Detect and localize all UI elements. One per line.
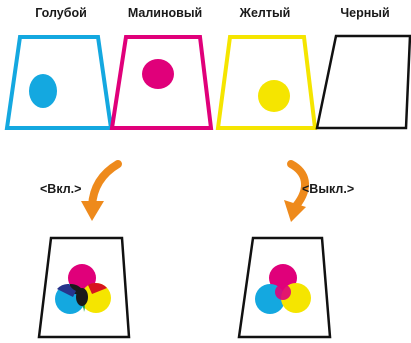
- yellow-dot: [258, 80, 290, 112]
- result-sheet-on: [37, 236, 131, 339]
- result-sheet-off: [237, 236, 332, 339]
- result-on-center-black: [76, 288, 88, 306]
- label-black: Черный: [340, 6, 390, 20]
- result-on-yellow: [81, 283, 111, 313]
- state-off-label: <Выкл.>: [302, 182, 355, 196]
- state-on-label: <Вкл.>: [40, 182, 82, 196]
- label-cyan: Голубой: [35, 6, 87, 20]
- arrow-left: [81, 160, 122, 221]
- label-yellow: Желтый: [239, 6, 291, 20]
- magenta-dot: [142, 59, 174, 89]
- sheet-magenta: [109, 35, 214, 130]
- result-on-overlap-red: [88, 282, 107, 294]
- sheet-yellow: [215, 35, 318, 130]
- result-off-overlap-mix: [275, 284, 291, 300]
- arrow-right-head: [284, 200, 306, 222]
- sheet-cyan-frame: [4, 35, 114, 130]
- arrow-left-shaft: [88, 160, 122, 210]
- sheet-black-frame: [315, 34, 411, 130]
- label-magenta: Малиновый: [127, 6, 203, 20]
- cyan-dot: [29, 74, 57, 108]
- result-on-overlap-blue: [57, 283, 76, 297]
- arrow-right-shaft: [287, 160, 309, 210]
- sheet-black: [315, 34, 411, 130]
- sheet-cyan: [4, 35, 114, 130]
- arrow-left-head: [81, 201, 104, 221]
- arrow-right: [284, 160, 309, 222]
